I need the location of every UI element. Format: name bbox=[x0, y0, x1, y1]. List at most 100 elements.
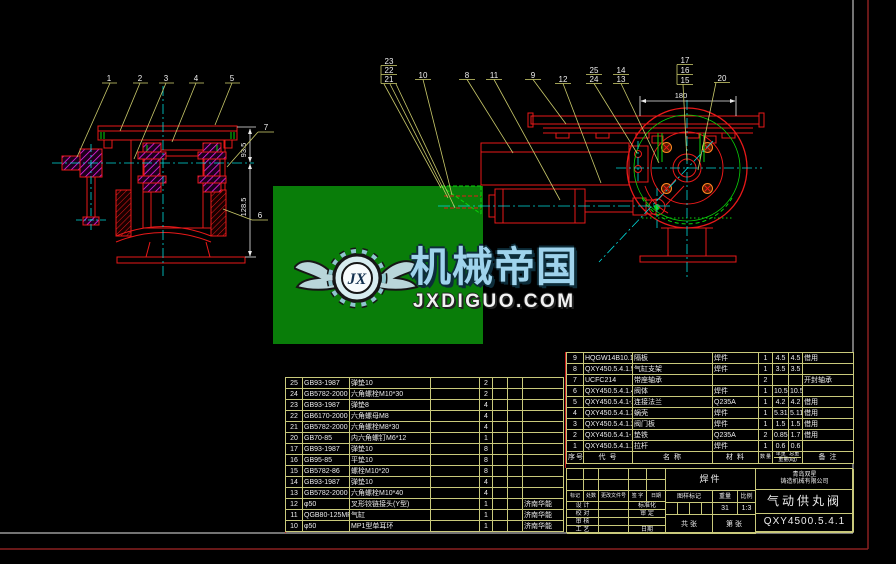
bom-cell: 1.5 bbox=[772, 418, 789, 430]
bom-cell: 1.7 bbox=[788, 429, 803, 441]
bom-cell: 0.6 bbox=[772, 440, 789, 452]
bom-cell: 4 bbox=[479, 399, 493, 411]
title-block-mark-area: 焊件 图样标记 重量 比例 31 1:3 共 张 第 张 bbox=[666, 469, 756, 534]
bom-cell: GB5782-2000 bbox=[302, 388, 350, 400]
bom-cell: QXY450.5.4.1-1 bbox=[583, 429, 633, 441]
bom-cell: 焊件 bbox=[712, 363, 759, 375]
bom-cell bbox=[492, 498, 508, 510]
bom-header-row: 序号 代 号 名 称 材 料 数量 单重 总重 重量(kg) 备 注 bbox=[566, 451, 854, 464]
callout-label: 4 bbox=[194, 74, 199, 83]
right-view-centerlines bbox=[438, 100, 762, 278]
bom-header-weight: 单重 总重 重量(kg) bbox=[772, 451, 803, 464]
bom-cell bbox=[507, 476, 523, 488]
company-line2: 铸造机械有限公司 bbox=[780, 479, 829, 486]
bom-cell: 22 bbox=[285, 410, 303, 422]
bom-cell bbox=[507, 443, 523, 455]
callout-label: 9 bbox=[531, 71, 536, 80]
bom-cell: 7 bbox=[566, 374, 584, 386]
bom-cell bbox=[522, 487, 564, 499]
bom-cell: 4.5 bbox=[788, 352, 803, 364]
bom-cell bbox=[492, 432, 508, 444]
bom-cell: 1 bbox=[479, 509, 493, 521]
bom-cell bbox=[430, 520, 480, 532]
company-line1: 青岛双星 bbox=[792, 471, 817, 478]
bom-cell: 3.5 bbox=[788, 363, 803, 375]
bom-cell: UCFC214 bbox=[583, 374, 633, 386]
callout-label: 15 bbox=[681, 76, 690, 85]
callout-label: 5 bbox=[230, 74, 235, 83]
bom-cell bbox=[772, 374, 789, 386]
bom-cell bbox=[430, 421, 480, 433]
bom-cell: 6 bbox=[566, 385, 584, 397]
bom-cell bbox=[802, 363, 854, 375]
bom-header-unit-weight: 单重 bbox=[775, 451, 786, 457]
bom-cell bbox=[492, 520, 508, 532]
bom-cell bbox=[492, 454, 508, 466]
bom-cell bbox=[430, 399, 480, 411]
bom-cell: 4 bbox=[479, 410, 493, 422]
bom-cell bbox=[430, 465, 480, 477]
callout-label: 22 bbox=[385, 66, 394, 75]
bom-cell: 六角螺栓M8*30 bbox=[349, 421, 431, 433]
callout-label: 17 bbox=[681, 56, 690, 65]
revision-col-mark: 标记 bbox=[567, 491, 584, 502]
bom-cell: 1 bbox=[758, 418, 773, 430]
bom-cell bbox=[492, 465, 508, 477]
bom-cell: 2 bbox=[758, 429, 773, 441]
bom-header-name: 名 称 bbox=[632, 451, 713, 464]
bom-cell: 借用 bbox=[802, 396, 854, 408]
bom-cell: 4 bbox=[479, 487, 493, 499]
role-check: 校 对 bbox=[567, 510, 599, 518]
bom-header-code: 代 号 bbox=[583, 451, 633, 464]
bom-cell: 24 bbox=[285, 388, 303, 400]
bom-header-qty: 数量 bbox=[758, 451, 773, 464]
bom-cell bbox=[507, 432, 523, 444]
bom-cell bbox=[522, 476, 564, 488]
callout-label: 11 bbox=[490, 71, 499, 80]
bom-cell: 带座轴承 bbox=[632, 374, 713, 386]
bom-cell bbox=[430, 432, 480, 444]
bom-cell: 4.2 bbox=[788, 396, 803, 408]
bom-cell bbox=[507, 377, 523, 389]
bom-cell: 焊件 bbox=[712, 407, 759, 419]
revision-col-sign: 签 字 bbox=[629, 491, 647, 502]
bom-cell bbox=[522, 454, 564, 466]
bom-header-note: 备 注 bbox=[802, 451, 854, 464]
bom-cell bbox=[522, 443, 564, 455]
bom-cell: 济南华能 bbox=[522, 498, 564, 510]
bom-cell: 1 bbox=[758, 440, 773, 452]
bom-cell bbox=[430, 509, 480, 521]
bom-cell bbox=[492, 509, 508, 521]
watermark-logo: JX bbox=[294, 247, 422, 309]
left-view bbox=[61, 125, 246, 264]
bom-cell: 0.85 bbox=[772, 429, 789, 441]
bom-cell: Q235A bbox=[712, 429, 759, 441]
bom-cell: GB93-1987 bbox=[302, 377, 350, 389]
bom-cell: MP1型单耳环 bbox=[349, 520, 431, 532]
bom-cell: 3.5 bbox=[772, 363, 789, 375]
bom-cell: 17 bbox=[285, 443, 303, 455]
bom-cell bbox=[507, 421, 523, 433]
bom-cell: 4 bbox=[479, 476, 493, 488]
bom-cell: 借用 bbox=[802, 407, 854, 419]
title-block-id-area: 青岛双星 铸造机械有限公司 气动供丸阀 QXY4500.5.4.1 bbox=[756, 469, 854, 533]
bom-cell: 2 bbox=[758, 374, 773, 386]
bom-cell: 弹垫10 bbox=[349, 476, 431, 488]
drawing-number: QXY4500.5.4.1 bbox=[756, 513, 854, 533]
scale-label: 比例 bbox=[738, 491, 756, 503]
bom-cell: 15 bbox=[285, 465, 303, 477]
bom-cell: 20 bbox=[285, 432, 303, 444]
bom-cell bbox=[430, 443, 480, 455]
bom-cell: GB95-85 bbox=[302, 454, 350, 466]
green-details bbox=[440, 114, 741, 225]
bom-cell: 六角螺栓M10*40 bbox=[349, 487, 431, 499]
bom-cell bbox=[712, 374, 759, 386]
bom-cell bbox=[507, 487, 523, 499]
bom-cell: 1 bbox=[758, 385, 773, 397]
bom-cell: 8 bbox=[479, 454, 493, 466]
bom-cell bbox=[492, 421, 508, 433]
